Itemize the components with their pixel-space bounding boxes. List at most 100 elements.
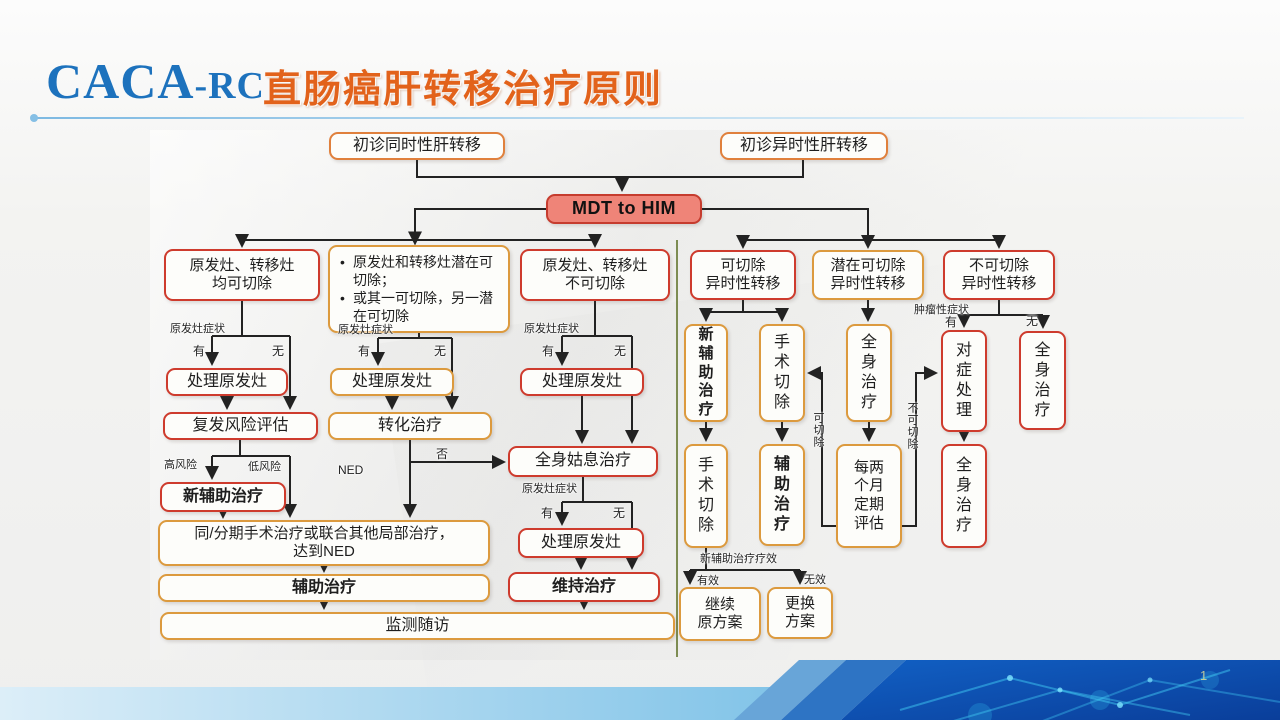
edge-label-yes-5: 有 [945,315,958,329]
node-label: 可切除 [720,257,766,275]
node-label: 达到NED [293,543,355,560]
footer-light-band [0,687,779,720]
node-label: MDT to HIM [572,198,676,219]
node-label: 新辅助治疗 [698,326,714,419]
footer-stripe-1 [734,660,846,720]
edge-label-ned: NED [338,463,364,477]
edge-label-primary-symptom-1: 原发灶症状 [170,323,225,335]
node-adjuvant-therapy: 辅助治疗 [158,574,490,602]
node-label: 新辅助治疗 [182,487,263,505]
node-staged-surgery-local-therapy: 同/分期手术治疗或联合其他局部治疗，达到NED [158,520,490,566]
node-symptomatic-treatment: 对症处理 [941,330,987,432]
node-label: 异时性转移 [705,275,781,292]
node-label: 全身姑息治疗 [534,452,631,470]
node-label: 继续 [704,596,735,614]
logo-main-text: CACA [46,53,195,109]
node-label: 更换 [784,595,815,613]
node-label: 处理原发灶 [541,372,622,390]
header-divider-line [36,117,1244,119]
edge-label-not-achieved: 否 [436,447,449,461]
node-label: 异时性转移 [830,275,906,292]
node-label: 监测随访 [385,616,450,634]
node-label: 不可切除 [564,275,625,292]
node-label: 辅助治疗 [773,456,790,533]
node-label: 全身治疗 [955,457,972,534]
node-label: 异时性转移 [961,275,1037,292]
node-surgical-resection-left: 手术切除 [684,444,728,548]
node-both-resectable: 原发灶、转移灶均可切除 [164,249,320,301]
edge-label-no-5: 无 [1026,314,1039,328]
node-label: 不可切除 [968,257,1029,275]
edge-label-yes-2: 有 [358,344,371,358]
node-label: 初诊异时性肝转移 [739,136,868,154]
node-label: 全身治疗 [1034,341,1051,419]
node-mdt-to-him: MDT to HIM [546,194,702,224]
node-label: 方案 [784,613,815,630]
footer-graphic [0,660,1280,720]
edge-label-ineffective: 无效 [804,574,826,586]
node-label: 辅助治疗 [291,578,356,596]
node-label: 每两个月定期评估 [853,458,884,532]
node-systemic-therapy-no-symptom: 全身治疗 [1019,331,1066,430]
edge-label-no-3: 无 [614,344,627,358]
node-resectable-metachronous: 可切除异时性转移 [690,250,796,300]
node-systemic-palliative-therapy: 全身姑息治疗 [508,446,658,477]
edge-label-tumor-symptom: 肿瘤性症状 [914,304,969,316]
node-surveillance-followup: 监测随访 [160,612,675,640]
node-conversion-therapy: 转化治疗 [328,412,492,440]
edge-label-effective: 有效 [697,575,719,587]
node-label: 手术切除 [773,334,790,411]
node-systemic-therapy-after-symptomatic: 全身治疗 [941,444,987,548]
node-both-unresectable: 原发灶、转移灶不可切除 [520,249,670,301]
node-label: 对症处理 [955,342,972,419]
node-recurrence-risk-assessment: 复发风险评估 [163,412,318,440]
node-treat-primary-col2: 处理原发灶 [330,368,454,396]
node-label: 原发灶、转移灶 [542,257,648,275]
caca-rc-logo: CACA-RC [46,52,265,110]
node-potentially-resectable-list: 原发灶和转移灶潜在可切除； 或其一可切除，另一潜在可切除 [328,245,510,333]
footer-stripe-2 [781,660,906,720]
edge-label-resectable: 可切除 [812,412,824,448]
node-metachronous-liver-mets: 初诊异时性肝转移 [720,132,888,160]
node-adjuvant-vertical: 辅助治疗 [759,444,805,546]
logo-suffix-text: -RC [194,65,265,107]
slide-title: 直肠癌肝转移治疗原则 [263,69,664,111]
node-label: 初诊同时性肝转移 [352,136,481,154]
node-treat-primary-col3: 处理原发灶 [520,368,644,396]
node-continue-regimen: 继续原方案 [679,587,761,641]
edge-label-yes-1: 有 [193,344,206,358]
edge-label-no-2: 无 [434,344,447,358]
node-maintenance-therapy: 维持治疗 [508,572,660,602]
node-systemic-therapy-col5: 全身治疗 [846,324,892,422]
edge-label-yes-3: 有 [542,344,555,358]
edge-label-neoadjuvant-efficacy: 新辅助治疗疗效 [700,553,777,565]
node-label: 处理原发灶 [540,533,621,551]
node-neoadjuvant-therapy: 新辅助治疗 [160,482,286,512]
node-label: 同/分期手术治疗或联合其他局部治疗， [194,525,454,543]
node-treat-primary-col1: 处理原发灶 [166,368,288,396]
header-divider-dot [30,114,38,122]
edge-label-yes-4: 有 [541,506,554,520]
node-label: 潜在可切除 [830,257,906,275]
node-label: 原发灶、转移灶 [189,257,295,275]
node-label: 手术切除 [697,457,714,534]
edge-label-low-risk: 低风险 [248,461,281,473]
node-surgical-resection-right: 手术切除 [759,324,805,422]
edge-label-unresectable: 不可切除 [906,402,918,450]
node-neoadjuvant-vertical: 新辅助治疗 [684,324,728,422]
node-label: 复发风险评估 [192,416,289,434]
page-number: 1 [1200,668,1208,683]
section-divider-line [676,240,678,657]
node-potentially-resectable-metachronous: 潜在可切除异时性转移 [812,250,924,300]
node-label: 转化治疗 [377,416,442,434]
network-lines-graphic [899,669,1280,720]
edge-label-primary-symptom-2: 原发灶症状 [338,324,393,336]
node-label: 维持治疗 [551,577,616,595]
edge-label-no-4: 无 [613,506,626,520]
node-change-regimen: 更换方案 [767,587,833,639]
bullet-item: 原发灶和转移灶潜在可切除； [338,253,502,289]
bullet-item: 或其一可切除，另一潜在可切除 [338,289,502,325]
node-label: 均可切除 [211,275,272,292]
node-treat-primary-col3b: 处理原发灶 [518,528,644,558]
